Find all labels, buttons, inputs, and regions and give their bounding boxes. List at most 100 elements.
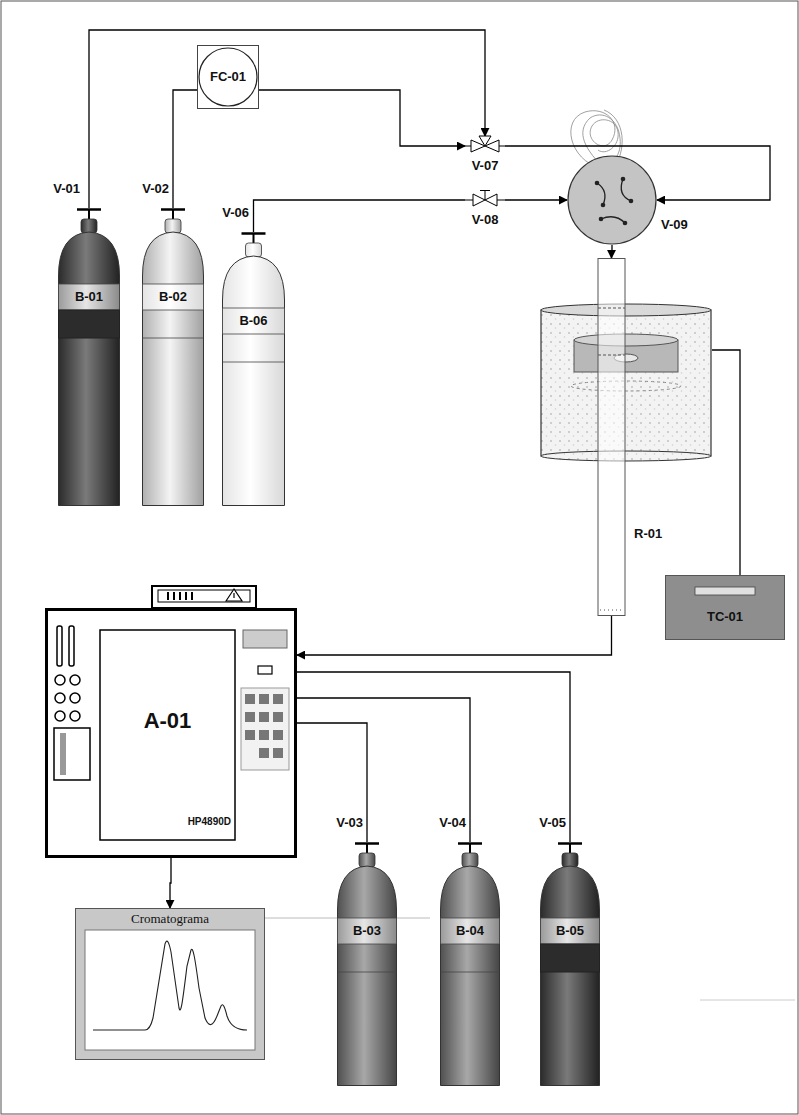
drawing-part — [597, 179, 631, 223]
drawing-part — [245, 694, 255, 704]
drawing-part — [568, 156, 656, 244]
drawing-part — [485, 190, 486, 200]
drawing-part — [666, 576, 785, 640]
gas-line — [297, 672, 570, 842]
drawing-part — [55, 711, 65, 721]
drawing-part — [59, 284, 120, 310]
drawing-part — [695, 587, 755, 595]
drawing-part — [223, 256, 285, 506]
drawing-part — [599, 217, 604, 222]
node-text: TC-01 — [665, 609, 785, 625]
node-text: B-05 — [540, 923, 600, 939]
node-text: B-02 — [142, 289, 204, 305]
drawing-part — [226, 589, 242, 601]
drawing-part — [497, 200, 505, 201]
node-text: B-04 — [440, 923, 500, 939]
drawing-part — [70, 711, 80, 721]
drawing-part — [69, 626, 74, 666]
drawing-part — [93, 941, 247, 1030]
drawing-part — [273, 712, 283, 722]
drawing-part — [246, 243, 262, 257]
gas-line — [259, 90, 465, 146]
drawing-part — [259, 694, 269, 704]
reactor-drawing — [540, 258, 712, 616]
drawing-part — [571, 381, 681, 391]
drawing-part — [191, 592, 193, 600]
drawing-part — [245, 730, 255, 740]
drawing-part — [60, 733, 66, 775]
drawing-part — [259, 712, 269, 722]
gas-line — [89, 30, 485, 208]
rot-drawing — [567, 155, 657, 245]
drawing-part — [562, 853, 578, 867]
drawing-part — [258, 666, 272, 674]
drawing-part — [359, 853, 375, 867]
valve-label: V-06 — [222, 205, 249, 221]
drawing-part — [233, 593, 234, 598]
tc-node: TC-01 — [665, 575, 785, 640]
vn-node: V-08 — [465, 190, 505, 230]
drawing-part — [54, 728, 90, 780]
drawing-part — [338, 866, 397, 1086]
drawing-part — [273, 748, 283, 758]
cyl-drawing — [142, 208, 204, 506]
drawing-part — [469, 843, 471, 854]
gas-line — [297, 698, 470, 842]
drawing-part — [441, 918, 500, 944]
drawing-part — [598, 308, 625, 309]
drawing-part — [259, 748, 269, 758]
chrom-node: Cromatograma — [75, 908, 265, 1060]
node-text: FC-01 — [197, 69, 259, 85]
node-text: R-01 — [634, 526, 799, 542]
node-text: B-03 — [337, 923, 397, 939]
drawing-part — [143, 232, 204, 506]
drawing-part — [569, 843, 571, 854]
drawing-part — [541, 451, 711, 461]
drawing-part — [598, 355, 625, 356]
drawing-part — [143, 338, 204, 339]
drawing-part — [76, 909, 265, 1060]
drawing-part — [259, 730, 269, 740]
drawing-part — [59, 310, 120, 338]
drawing-part — [574, 334, 678, 346]
drawing-part — [70, 675, 80, 685]
rot-node: V-09 — [567, 155, 657, 245]
drawing-part — [623, 221, 628, 226]
cyl-node: B-02 — [142, 208, 204, 506]
drawing-part — [158, 590, 250, 602]
drawing-part — [273, 730, 283, 740]
node-text: B-01 — [58, 289, 120, 305]
valve-label: V-01 — [53, 181, 80, 197]
chrom-drawing — [75, 908, 265, 1060]
reactor-node: R-01 — [540, 258, 712, 616]
drawing-part — [541, 304, 711, 316]
node-text: V-09 — [661, 217, 751, 233]
drawing-part — [81, 219, 97, 233]
drawing-part — [253, 233, 255, 244]
drawing-part — [600, 610, 624, 611]
cyl-drawing — [540, 842, 600, 1086]
drawing-part — [541, 918, 600, 944]
drawing-part — [223, 308, 285, 334]
drawing-part — [595, 181, 600, 186]
cyl-node: B-04 — [440, 842, 500, 1086]
drawing-part — [441, 866, 500, 1086]
drawing-part — [541, 866, 600, 1086]
drawing-part — [172, 209, 174, 220]
gas-line — [505, 199, 567, 200]
drawing-part — [57, 626, 62, 666]
drawing-part — [601, 203, 606, 208]
drawing-part — [165, 219, 181, 233]
node-text: B-06 — [222, 313, 285, 329]
drawing-part — [338, 918, 397, 944]
drawing-part — [273, 694, 283, 704]
v3-node: V-07 — [465, 136, 505, 176]
tc-drawing — [665, 575, 785, 640]
drawing-part — [185, 592, 187, 600]
node-text: Cromatograma — [75, 911, 265, 927]
cyl-node: B-03 — [337, 842, 397, 1086]
cyl-drawing — [222, 232, 285, 506]
drawing-part — [541, 944, 600, 972]
drawing-part — [173, 592, 175, 600]
